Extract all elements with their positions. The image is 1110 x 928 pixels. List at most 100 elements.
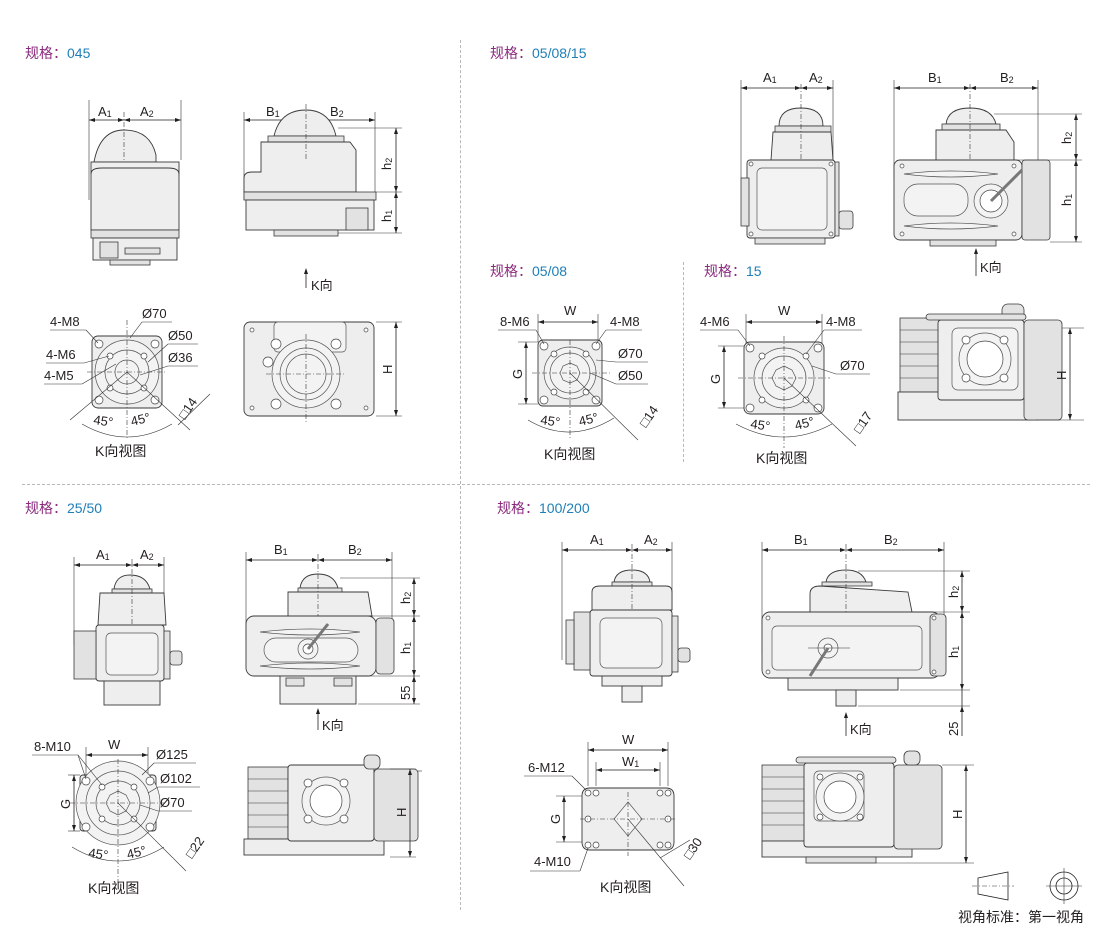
k-view-caption: K向视图 [600,879,651,895]
dim-a1: A1 [590,532,604,547]
dim-b1: B1 [928,70,942,85]
dim-w: W [564,303,577,318]
callout-dia-70: Ø70 [142,306,167,321]
dim-h: H [394,808,409,817]
dim-h1: h1 [379,210,394,222]
dim-a2: A2 [809,70,823,85]
square-size: □22 [182,834,207,861]
callout-4-m10: 4-M10 [534,854,571,869]
callout-8-m10: 8-M10 [34,739,71,754]
callout-8-m6: 8-M6 [500,314,530,329]
callout-dia-50: Ø50 [168,328,193,343]
dim-h1: h1 [398,642,413,654]
side-view-045: B1 B2 h2 h1 K向 [243,104,402,293]
callout-dia-50: Ø50 [618,368,643,383]
dim-h2: h2 [1059,132,1074,144]
dim-w: W [622,732,635,747]
callout-4-m6: 4-M6 [700,314,730,329]
angle-left: 45° [750,416,772,434]
dim-b2: B2 [1000,70,1014,85]
callout-4-m8: 4-M8 [610,314,640,329]
k-direction-label: K向 [322,718,344,733]
spec-title-25-50: 规格：25/50 [25,500,103,516]
spec-title-100-200: 规格：100/200 [497,500,590,516]
k-view-15: W G 4-M6 4-M8 Ø70 45° 45° □17 K向视图 [700,303,875,466]
k-direction-label: K向 [980,260,1002,275]
callout-dia-36: Ø36 [168,350,193,365]
callout-dia-70: Ø70 [160,795,185,810]
callout-4-m8: 4-M8 [50,314,80,329]
dim-b2: B2 [348,542,362,557]
spec-title-045: 规格：045 [25,45,91,61]
k-direction-label: K向 [850,722,872,737]
dim-h2: h2 [398,592,413,604]
k-view-100-200: W W1 G 6-M12 4-M10 □30 K向视图 [524,732,705,895]
square-size: □17 [850,409,875,436]
dim-g: G [708,374,723,384]
dim-a1: A1 [98,104,112,119]
dim-g: G [510,369,525,379]
first-angle-projection-icon [972,868,1082,904]
square-size: □14 [636,403,661,430]
callout-6-m12: 6-M12 [528,760,565,775]
k-view-caption: K向视图 [88,880,139,896]
horizontal-divider [22,484,1090,485]
bottom-view-25-50 [243,754,422,856]
spec-title-15: 规格：15 [704,263,762,279]
dim-b1: B1 [266,104,280,119]
callout-dia-102: Ø102 [160,771,192,786]
dim-55: 55 [398,686,413,700]
side-view-25-50: B1 B2 h2 h1 55 K向 [245,542,420,733]
bottom-dim-25-50: H [390,768,416,858]
side-view-100-200: B1 B2 h2 h1 25 K向 [761,532,970,737]
sub-divider-05-15 [683,262,684,462]
dim-25: 25 [946,722,961,736]
angle-left: 45° [88,845,110,863]
square-size: □30 [680,835,705,862]
callout-4-m8: 4-M8 [826,314,856,329]
callout-4-m5: 4-M5 [44,368,74,383]
callout-dia-70: Ø70 [618,346,643,361]
angle-right: 45° [793,414,816,433]
angle-right: 45° [125,843,148,862]
dim-h: H [950,810,965,819]
front-view-05-08-15: A1 A2 [740,70,854,245]
dim-a1: A1 [763,70,777,85]
dim-h1: h1 [1059,194,1074,206]
dim-a2: A2 [140,104,154,119]
front-view-100-200: A1 A2 [561,532,691,703]
dim-b1: B1 [794,532,808,547]
dim-h1: h1 [946,646,961,658]
square-size: □14 [175,395,200,422]
k-view-05-08: W G 8-M6 4-M8 Ø70 Ø50 45° 45° □14 K向视图 [498,303,661,462]
dim-a1: A1 [96,547,110,562]
dim-a2: A2 [140,547,154,562]
k-view-045: 4-M8 4-M6 4-M5 Ø70 Ø50 Ø36 45° 45° □14 K… [44,306,211,459]
callout-4-m6: 4-M6 [46,347,76,362]
dim-h: H [1054,371,1069,380]
side-view-05-08-15: B1 B2 h2 h1 K向 [893,70,1082,276]
k-view-25-50: W G 8-M10 Ø125 Ø102 Ø70 45° 45° □22 K向视图 [32,737,207,896]
vertical-divider [460,40,461,910]
dim-w1: W1 [622,754,639,769]
angle-left: 45° [540,412,562,430]
bottom-view-100-200: H [761,750,974,864]
spec-title-05-08-15: 规格：05/08/15 [490,45,587,61]
dim-h2: h2 [946,586,961,598]
projection-standard-label: 视角标准：第一视角 [958,909,1084,925]
dim-h2: h2 [379,158,394,170]
front-view-045: A1 A2 [88,100,182,266]
bottom-view-045: H [243,321,402,422]
dim-b2: B2 [330,104,344,119]
dim-g: G [548,814,563,824]
angle-right: 45° [129,410,152,429]
k-view-caption: K向视图 [544,446,595,462]
k-view-caption: K向视图 [756,450,807,466]
dim-b1: B1 [274,542,288,557]
bottom-view-15: H [897,303,1084,421]
k-direction-label: K向 [311,278,333,293]
front-view-25-50: A1 A2 [73,547,183,706]
spec-title-05-08: 规格：05/08 [490,263,568,279]
dim-w: W [778,303,791,318]
angle-right: 45° [577,410,600,429]
